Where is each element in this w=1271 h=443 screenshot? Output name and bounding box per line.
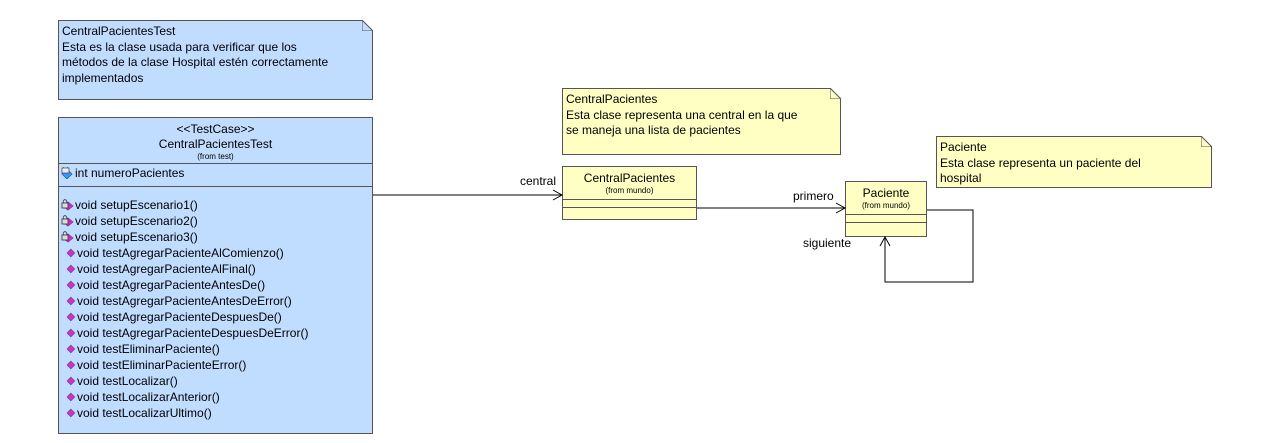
operation-row[interactable]: void testAgregarPacienteAlComienzo() (59, 245, 372, 261)
public-method-icon (67, 248, 76, 258)
class-paciente[interactable]: Paciente (from mundo) (845, 181, 927, 237)
attribute-text: int numeroPacientes (75, 166, 185, 180)
class-name: CentralPacientesTest (158, 137, 273, 151)
class-stereotype: <<TestCase>> (176, 122, 255, 136)
operation-text: void testEliminarPaciente() (77, 342, 220, 356)
operation-text: void setupEscenario3() (75, 230, 198, 244)
operation-text: void testLocalizar() (77, 374, 178, 388)
attributes-compartment (563, 199, 696, 207)
association-central (373, 189, 564, 201)
operation-row[interactable]: void setupEscenario3() (59, 229, 372, 245)
class-package: (from test) (197, 152, 234, 161)
public-method-icon (67, 328, 76, 338)
test-note: CentralPacientesTest Esta es la clase us… (58, 20, 373, 100)
public-method-icon (67, 296, 76, 306)
class-name: CentralPacientes (583, 171, 676, 185)
note-line: Esta clase representa un paciente del (940, 155, 1141, 170)
private-method-icon (61, 231, 74, 243)
operation-text: void testAgregarPacienteAntesDe() (77, 278, 266, 292)
operations-compartment (846, 222, 926, 223)
class-central-pacientes[interactable]: CentralPacientes (from mundo) (562, 166, 697, 220)
public-method-icon (67, 376, 76, 386)
role-label-siguiente: siguiente (803, 236, 852, 250)
operation-text: void testAgregarPacienteAlComienzo() (77, 246, 284, 260)
note-fold-icon (1201, 136, 1212, 147)
note-line: CentralPacientes (566, 92, 658, 106)
public-method-icon (67, 360, 76, 370)
operation-text: void testAgregarPacienteAlFinal() (77, 262, 256, 276)
class-name: Paciente (862, 186, 910, 200)
note-line: implementados (62, 70, 144, 85)
public-method-icon (67, 280, 76, 290)
class-central-pacientes-test[interactable]: <<TestCase>> CentralPacientesTest (from … (58, 117, 373, 434)
operation-row[interactable]: void testAgregarPacienteAntesDe() (59, 277, 372, 293)
paciente-note: Paciente Esta clase representa un pacien… (936, 136, 1212, 188)
note-fold-icon (830, 88, 841, 99)
attribute-row[interactable]: int numeroPacientes (59, 165, 372, 181)
operation-row[interactable]: void testEliminarPacienteError() (59, 357, 372, 373)
attributes-compartment: int numeroPacientes (59, 163, 372, 186)
operation-text: void testLocalizarUltimo() (77, 406, 212, 420)
public-method-icon (67, 392, 76, 402)
operation-text: void testAgregarPacienteDespuesDe() (77, 310, 282, 324)
public-method-icon (67, 344, 76, 354)
operation-text: void setupEscenario2() (75, 214, 198, 228)
operation-text: void testAgregarPacienteDespuesDeError() (77, 326, 309, 340)
operation-text: void setupEscenario1() (75, 198, 198, 212)
note-line: Esta es la clase usada para verificar qu… (62, 39, 297, 54)
operation-row[interactable]: void testLocalizarAnterior() (59, 389, 372, 405)
operation-row[interactable]: void testAgregarPacienteDespuesDe() (59, 309, 372, 325)
association-siguiente (879, 209, 974, 283)
operations-compartment (563, 207, 696, 208)
operation-text: void testLocalizarAnterior() (77, 390, 220, 404)
protected-attribute-icon (61, 167, 73, 179)
note-line: se maneja una lista de pacientes (566, 123, 741, 137)
class-package: (from mundo) (861, 201, 910, 210)
note-line: Paciente (940, 140, 987, 154)
note-fold-icon (362, 20, 373, 31)
operation-row[interactable]: void testLocalizar() (59, 373, 372, 389)
private-method-icon (61, 199, 74, 211)
public-method-icon (67, 264, 76, 274)
public-method-icon (67, 408, 76, 418)
note-line: Esta clase representa una central en la … (566, 107, 798, 122)
attributes-compartment (846, 214, 926, 222)
operations-compartment: void setupEscenario1() void setupEscenar… (59, 186, 372, 421)
operation-row[interactable]: void testEliminarPaciente() (59, 341, 372, 357)
operation-text: void testAgregarPacienteAntesDeError() (77, 294, 292, 308)
role-label-primero: primero (793, 189, 834, 203)
operation-row[interactable]: void testAgregarPacienteAntesDeError() (59, 293, 372, 309)
role-label-central: central (520, 174, 557, 188)
note-line: CentralPacientesTest (62, 24, 176, 38)
public-method-icon (67, 312, 76, 322)
operation-row[interactable]: void testAgregarPacienteDespuesDeError() (59, 325, 372, 341)
central-note: CentralPacientes Esta clase representa u… (562, 88, 841, 155)
association-primero (697, 202, 847, 214)
note-line: métodos de la clase Hospital estén corre… (62, 55, 329, 69)
private-method-icon (61, 215, 74, 227)
operation-row[interactable]: void testLocalizarUltimo() (59, 405, 372, 421)
operation-row[interactable]: void setupEscenario1() (59, 197, 372, 213)
operation-text: void testEliminarPacienteError() (77, 358, 247, 372)
class-package: (from mundo) (605, 186, 654, 195)
operation-row[interactable]: void setupEscenario2() (59, 213, 372, 229)
operation-row[interactable]: void testAgregarPacienteAlFinal() (59, 261, 372, 277)
note-line: hospital (940, 171, 982, 185)
